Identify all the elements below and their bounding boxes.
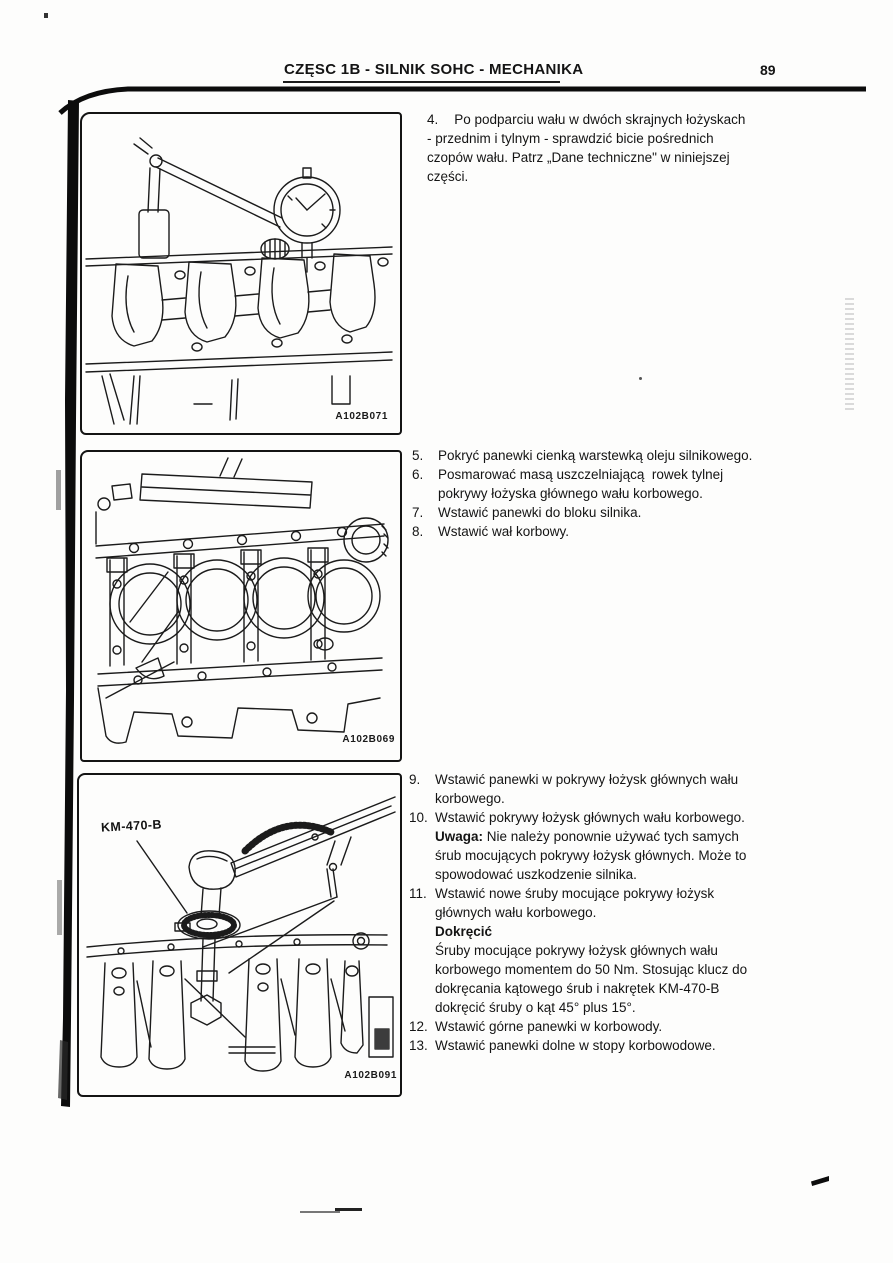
step-text-line: korbowego.	[435, 791, 505, 806]
step-number: 6.	[412, 467, 424, 482]
step-item: 13. Wstawić panewki dolne w stopy korbow…	[409, 1036, 795, 1055]
step-item: 9. Wstawić panewki w pokrywy łożysk głów…	[409, 770, 795, 808]
step-text-line: Wstawić panewki do bloku silnika.	[438, 505, 642, 520]
step-number: 12.	[409, 1019, 428, 1034]
step-text-line: Wstawić nowe śruby mocujące pokrywy łoży…	[435, 886, 715, 901]
figure-crankshaft-dial-indicator: A102B071	[80, 112, 402, 435]
note-text: Nie należy ponownie używać tych samych	[486, 829, 739, 844]
step-text-line: Wstawić wał korbowy.	[438, 524, 570, 539]
step-item: 10. Wstawić pokrywy łożysk głównych wału…	[409, 808, 795, 884]
step-text-line: pokrywy łożyska głównego wału korbowego.	[438, 486, 703, 501]
page-header-title: CZĘSC 1B - SILNIK SOHC - MECHANIKA	[284, 61, 584, 78]
step-item: 6. Posmarować masą uszczelniającą rowek …	[412, 465, 798, 503]
scan-speck	[639, 377, 642, 380]
step-text-line: Wstawić panewki dolne w stopy korbowodow…	[435, 1038, 716, 1053]
step-number: 8.	[412, 524, 424, 539]
step-text-line: głównych wału korbowego.	[435, 905, 597, 920]
step-note-line: spowodować uszkodzenie silnika.	[435, 867, 637, 882]
step-text-line: części.	[427, 169, 469, 184]
step-text-line: Posmarować masą uszczelniającą rowek tyl…	[438, 467, 724, 482]
steps-list-caps: 9. Wstawić panewki w pokrywy łożysk głów…	[409, 770, 795, 1055]
torque-heading: Dokręcić	[435, 924, 493, 939]
torque-text-line: korbowego momentem do 50 Nm. Stosując kl…	[435, 962, 748, 977]
step-4-paragraph: 4. Po podparciu wału w dwóch skrajnych ło…	[427, 110, 745, 186]
scan-dash	[300, 1211, 340, 1213]
step-text-line: Po podparciu wału w dwóch skrajnych łoży…	[454, 112, 746, 127]
step-item: 11. Wstawić nowe śruby mocujące pokrywy …	[409, 884, 795, 1017]
note-label: Uwaga:	[435, 829, 484, 844]
step-text-line: Wstawić panewki w pokrywy łożysk głównyc…	[435, 772, 739, 787]
step-text-line: czopów wału. Patrz „Dane techniczne" w n…	[427, 150, 730, 165]
figure-1-line-art	[85, 137, 393, 425]
figure-torque-wrench-km470b: KM-470-B A102B091	[77, 773, 402, 1097]
header-underline	[283, 81, 560, 83]
scan-streak	[845, 298, 854, 413]
torque-text-line: dokręcić śruby o kąt 45° plus 15°.	[435, 1000, 636, 1015]
step-note-line: śrub mocujących pokrywy łożysk głównych.…	[435, 848, 747, 863]
step-note-line: Uwaga: Nie należy ponownie używać tych s…	[435, 827, 795, 846]
step-text-line: - przednim i tylnym - sprawdzić bicie po…	[427, 131, 714, 146]
step-item: 12. Wstawić górne panewki w korbowody.	[409, 1017, 795, 1036]
step-item: 5. Pokryć panewki cienką warstewką oleju…	[412, 446, 798, 465]
scan-mark	[811, 1176, 829, 1186]
step-item: 7. Wstawić panewki do bloku silnika.	[412, 503, 798, 522]
step-number: 4.	[427, 112, 439, 127]
step-text-line: Wstawić pokrywy łożysk głównych wału kor…	[435, 810, 745, 825]
scan-speck	[44, 13, 48, 18]
figure-code: A102B071	[335, 411, 388, 422]
torque-text-line: Śruby mocujące pokrywy łożysk głównych w…	[435, 943, 718, 958]
steps-list-install: 5. Pokryć panewki cienką warstewką oleju…	[412, 446, 798, 541]
step-number: 10.	[409, 810, 428, 825]
step-number: 7.	[412, 505, 424, 520]
figure-engine-block-bearing-shells: A102B069	[80, 450, 402, 762]
step-item: 8. Wstawić wał korbowy.	[412, 522, 798, 541]
figure-3-line-art	[86, 796, 396, 1072]
step-number: 13.	[409, 1038, 428, 1053]
step-text-line: Wstawić górne panewki w korbowody.	[435, 1019, 663, 1034]
page-number: 89	[760, 62, 776, 78]
figure-2-line-art	[95, 457, 389, 744]
step-number: 11.	[409, 886, 427, 901]
torque-text-line: dokręcania kątowego śrub i nakrętek KM-4…	[435, 981, 720, 996]
scan-dash	[335, 1208, 362, 1211]
step-number: 5.	[412, 448, 424, 463]
step-text-line: Pokryć panewki cienką warstewką oleju si…	[438, 448, 753, 463]
figure-code: A102B091	[344, 1070, 397, 1081]
figure-code: A102B069	[342, 734, 395, 745]
step-number: 9.	[409, 772, 421, 787]
